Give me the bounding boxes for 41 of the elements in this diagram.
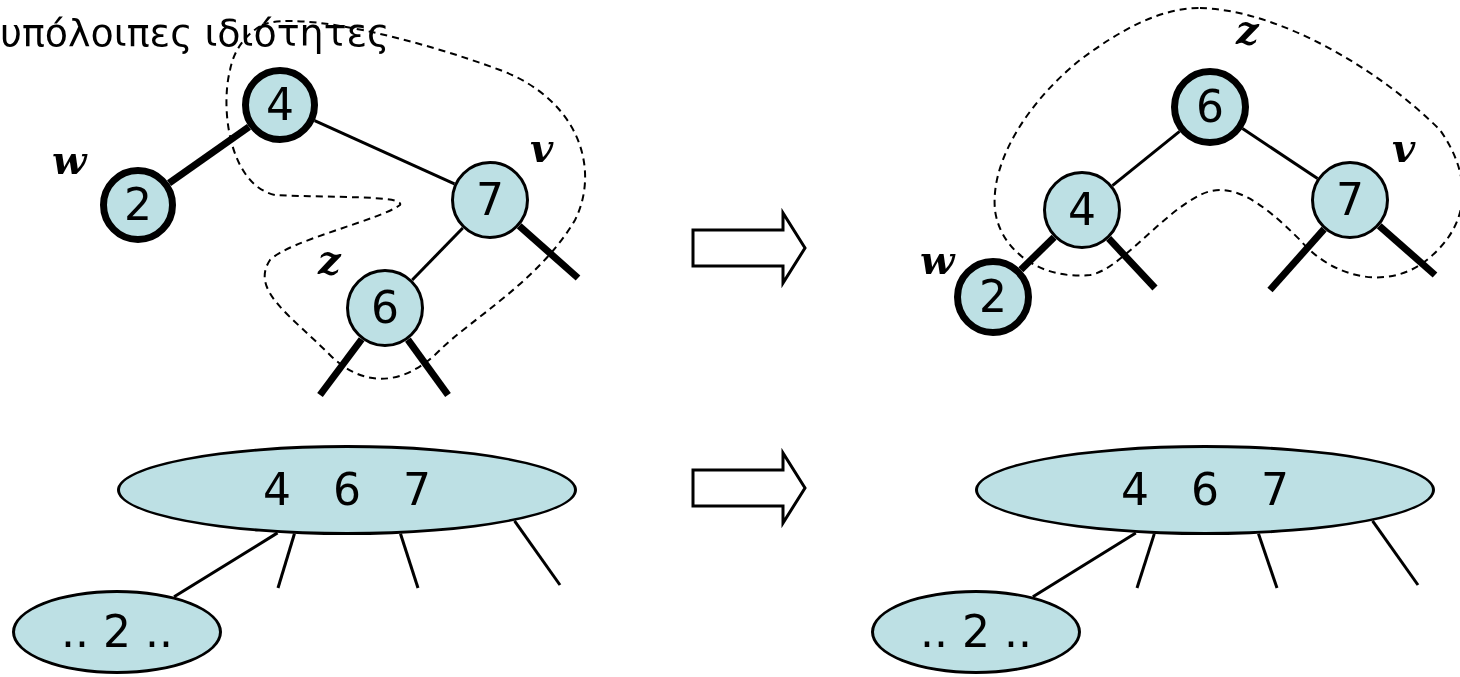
tree-node-circle — [1311, 161, 1389, 239]
tree-edge-line — [1257, 533, 1279, 589]
tree-edge-line — [167, 124, 251, 186]
node-variable-label: w — [52, 140, 87, 180]
tree-edge-line — [1106, 236, 1158, 291]
tree-edge-line — [1267, 226, 1327, 293]
tree-edge-line — [276, 533, 296, 589]
tree-node-circle — [346, 269, 424, 347]
tree-node-circle — [1043, 171, 1121, 249]
node-variable-label: z — [1236, 10, 1259, 50]
node-key: 6 — [371, 286, 399, 330]
node-key: 4 — [266, 83, 294, 127]
tree-edge-line — [1135, 533, 1156, 589]
tree-edge-line — [1111, 130, 1181, 187]
node-key: .. 2 .. — [920, 610, 1032, 654]
tree-edge-line — [411, 226, 464, 282]
tree-edge-line — [399, 533, 420, 589]
node-key: 4 — [1068, 188, 1096, 232]
node-key: 2 — [979, 275, 1007, 319]
node-variable-label: v — [530, 128, 554, 168]
tree-edge-line — [405, 337, 451, 398]
node-key: 4 6 7 — [1121, 468, 1289, 512]
tree-edge-line — [516, 223, 581, 281]
tree-node-circle — [451, 161, 529, 239]
tree-edge-line — [1371, 519, 1420, 586]
node-key: .. 2 .. — [61, 610, 173, 654]
node-key: 2 — [124, 183, 152, 227]
tree-edge-line — [1018, 234, 1057, 273]
node-key: 4 6 7 — [263, 468, 431, 512]
node-variable-label: z — [318, 240, 341, 280]
node-variable-label: w — [920, 240, 955, 280]
tree-edge-line — [317, 337, 365, 398]
tree-edge-line — [513, 519, 562, 586]
node-variable-label: v — [1392, 128, 1416, 168]
node-key: 6 — [1196, 85, 1224, 129]
node-key: 7 — [476, 178, 504, 222]
tree-edge-line — [1241, 127, 1319, 180]
node-key: 7 — [1336, 178, 1364, 222]
tree-edge-line — [314, 119, 456, 186]
caption-text: υπόλοιπες ιδιότητες — [0, 14, 390, 52]
tree-edge-line — [1376, 223, 1438, 278]
